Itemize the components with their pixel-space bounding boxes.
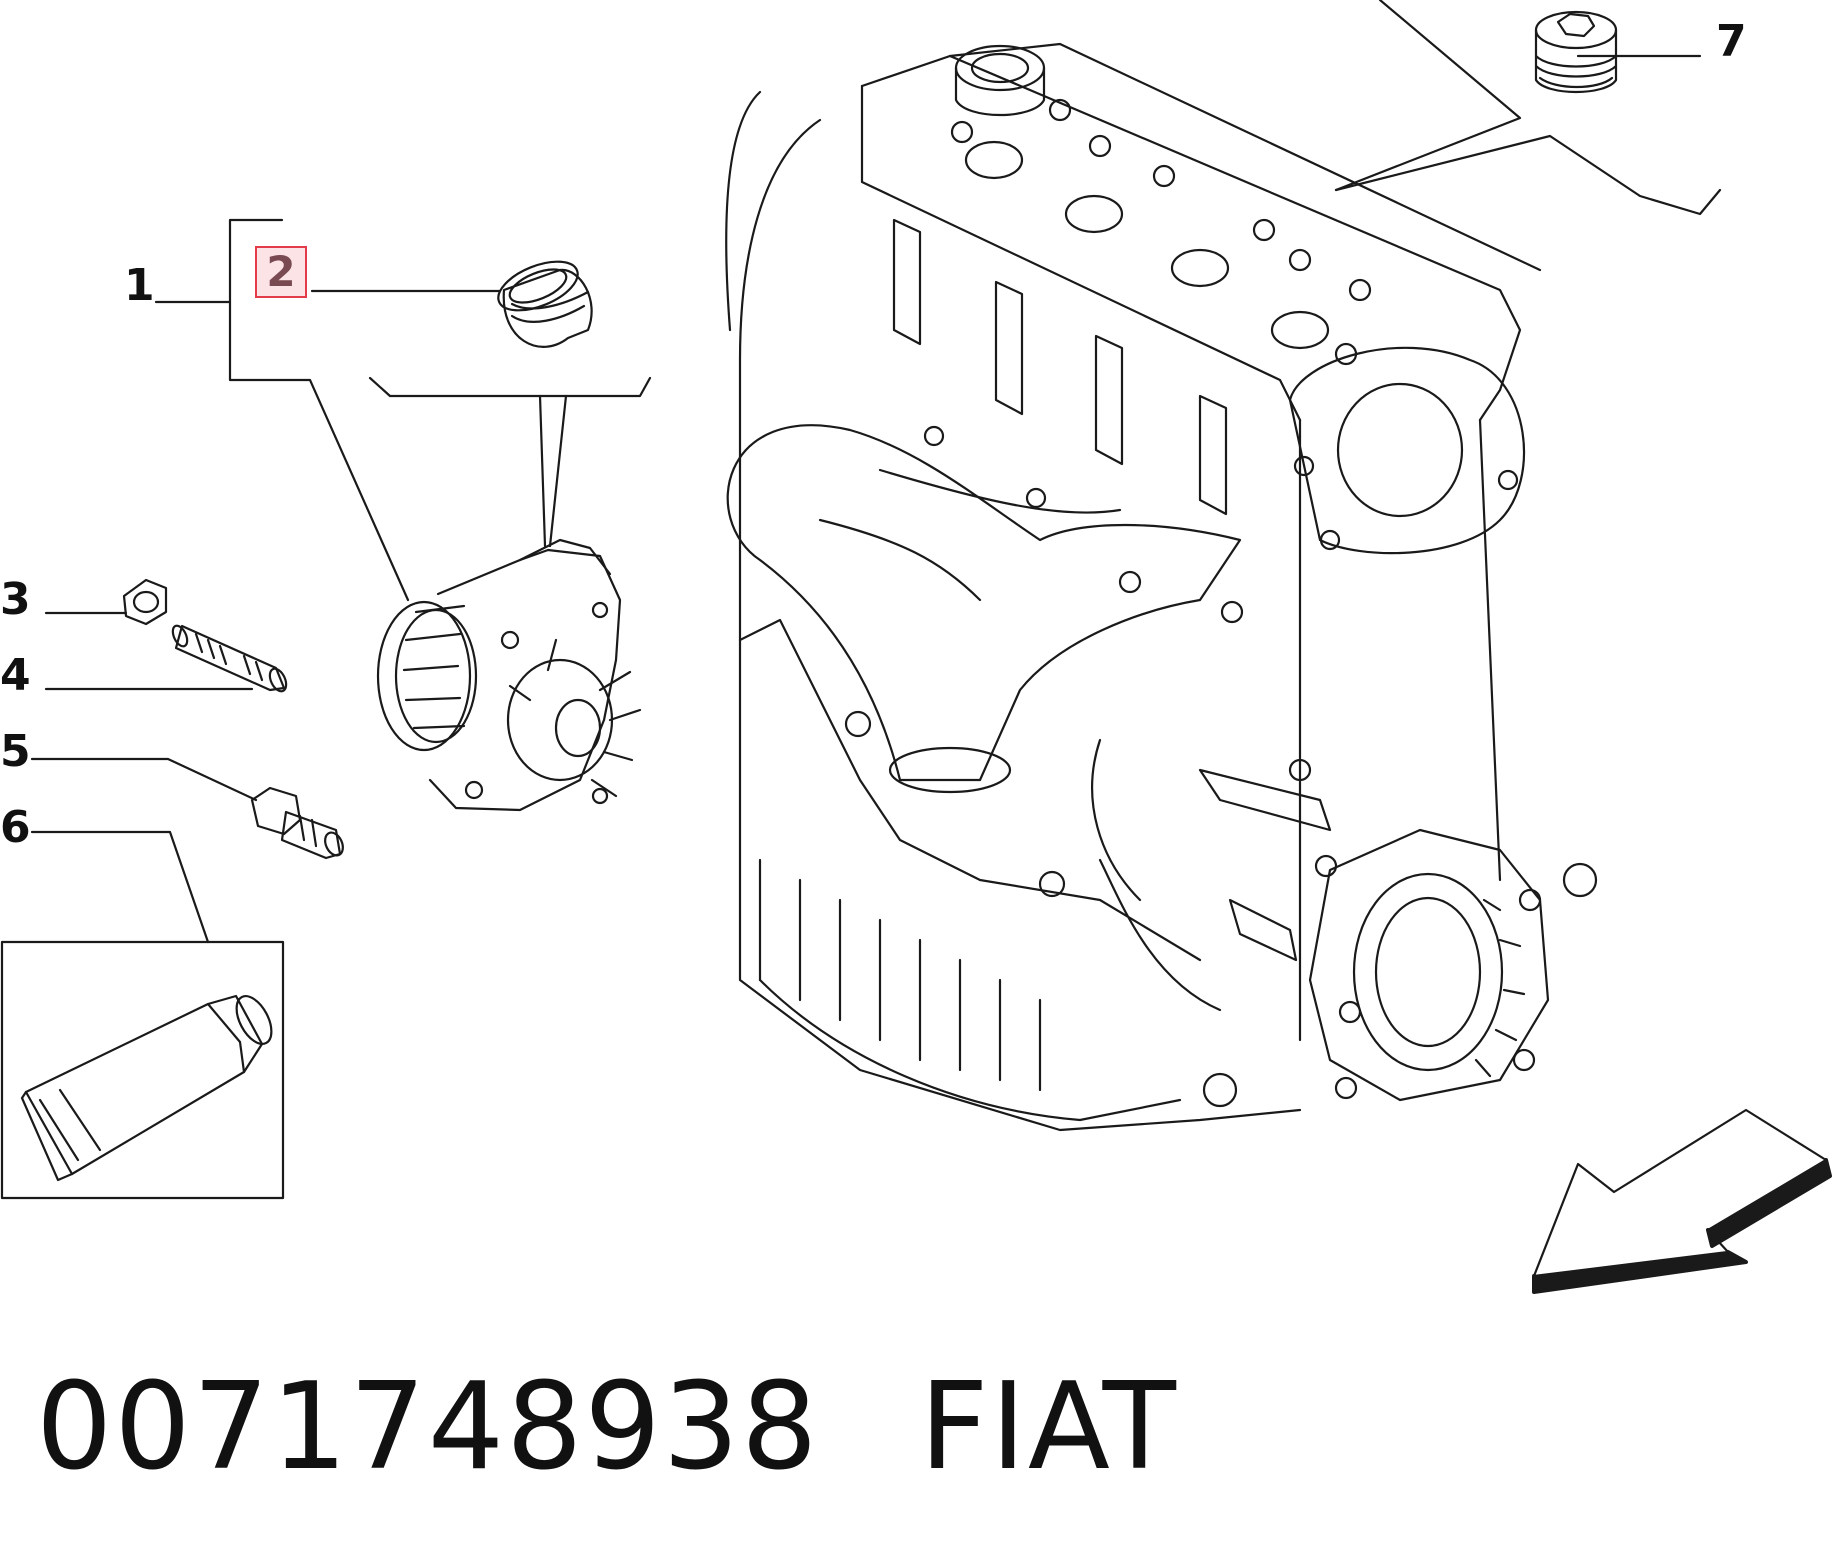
nut-part-3: [122, 578, 168, 626]
engine-block: [725, 42, 1598, 1132]
plug-part-2: [497, 260, 593, 348]
brand-name: FIAT: [919, 1358, 1178, 1497]
water-pump: [376, 538, 642, 812]
part-number: 0071748938: [36, 1358, 820, 1497]
sealant-tube-part-6: [0, 940, 285, 1200]
callout-label-6: 6: [0, 802, 31, 853]
fitting-part-5: [250, 786, 344, 860]
callout-label-2-highlighted: 2: [255, 246, 307, 298]
callout-label-1: 1: [124, 260, 155, 311]
threaded-plug-part-7: [1534, 10, 1618, 94]
callout-label-3: 3: [0, 574, 31, 625]
callout-label-4: 4: [0, 650, 31, 701]
direction-arrow: [1532, 1108, 1832, 1294]
callout-label-7: 7: [1716, 16, 1747, 67]
stud-part-4: [171, 624, 288, 693]
callout-label-5: 5: [0, 726, 31, 777]
leader-lines: [30, 0, 1722, 944]
